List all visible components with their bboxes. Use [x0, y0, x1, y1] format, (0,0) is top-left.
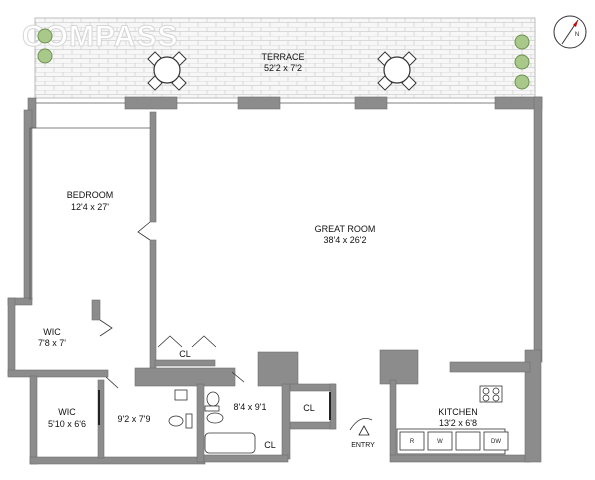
terrace-area: [34, 17, 536, 99]
walls: [7, 96, 543, 465]
kitchen-label: KITCHEN: [438, 407, 478, 417]
wic-lower-label: WIC: [58, 407, 76, 417]
terrace-label: TERRACE: [261, 52, 304, 62]
dishwasher-label: DW: [491, 439, 501, 445]
terrace-table-left-icon: [147, 51, 187, 91]
terrace-dims: 52'2 x 7'2: [264, 63, 302, 73]
plant-icons: [37, 28, 530, 90]
bath-fixtures: [168, 389, 256, 454]
closet-door-lines: [98, 390, 331, 425]
bath-1-dims: 9'2 x 7'9: [118, 414, 151, 424]
compass-icon: N: [553, 15, 587, 49]
kitchen-dims: 13'2 x 6'8: [439, 418, 477, 428]
great-room-dims: 38'4 x 26'2: [324, 235, 367, 245]
entry-marker-icon: [358, 425, 370, 436]
great-room-label: GREAT ROOM: [315, 224, 376, 234]
closet-label: CL: [303, 403, 315, 413]
door-swings: [99, 221, 373, 431]
bedroom-label: BEDROOM: [67, 190, 114, 200]
entry-label: ENTRY: [351, 442, 375, 449]
closet-label: CL: [179, 349, 191, 359]
bath-2-dims: 8'4 x 9'1: [234, 402, 267, 412]
compass-label: N: [575, 32, 579, 38]
wall-outlines: [29, 102, 495, 300]
wic-upper-label: WIC: [43, 327, 61, 337]
range-label: R: [410, 439, 415, 445]
wic-lower-dims: 5'10 x 6'6: [48, 419, 86, 429]
closet-label: CL: [264, 440, 276, 450]
watermark: COMPASS: [22, 20, 178, 53]
appliance-boxes: [399, 431, 509, 451]
washer-label: W: [437, 439, 443, 445]
terrace-table-right-icon: [377, 51, 417, 91]
wic-upper-dims: 7'8 x 7': [38, 338, 66, 348]
bedroom-dims: 12'4 x 27': [71, 202, 109, 212]
